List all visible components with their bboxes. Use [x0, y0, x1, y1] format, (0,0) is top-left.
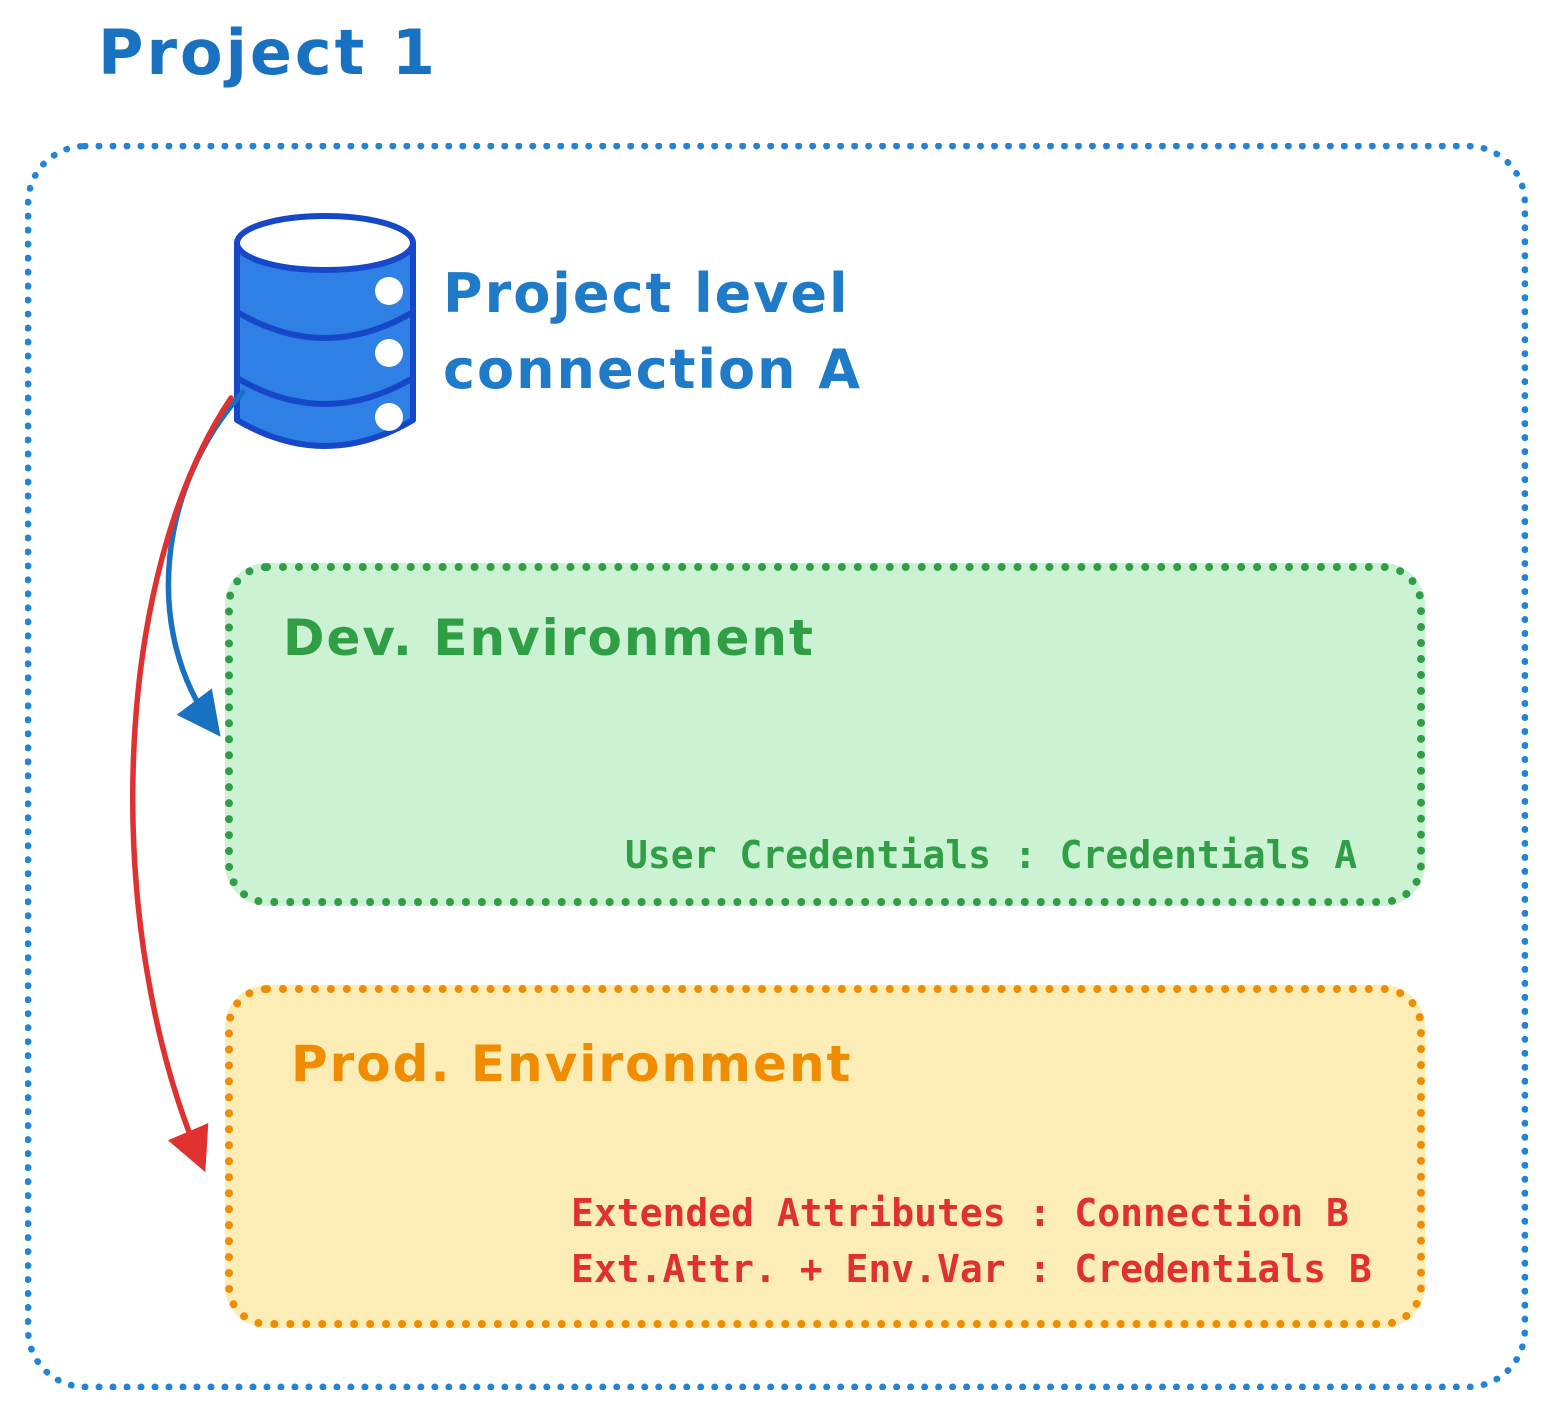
prod-credentials-text: Extended Attributes : Connection B Ext.A…: [571, 1185, 1372, 1297]
prod-attributes-line: Extended Attributes : Connection B: [571, 1191, 1349, 1235]
database-label-line1: Project level: [443, 262, 850, 325]
dev-environment-title: Dev. Environment: [283, 609, 815, 667]
prod-environment-box: Prod. Environment Extended Attributes : …: [225, 985, 1425, 1328]
project-boundary: [25, 143, 1528, 1390]
project-title: Project 1: [98, 16, 439, 89]
database-label-line2: connection A: [443, 338, 863, 401]
database-label: Project level connection A: [443, 256, 862, 408]
dev-credentials-text: User Credentials : Credentials A: [625, 833, 1358, 877]
dev-environment-box: Dev. Environment User Credentials : Cred…: [225, 563, 1425, 906]
prod-credentials-line: Ext.Attr. + Env.Var : Credentials B: [571, 1247, 1372, 1291]
prod-environment-title: Prod. Environment: [291, 1035, 853, 1093]
